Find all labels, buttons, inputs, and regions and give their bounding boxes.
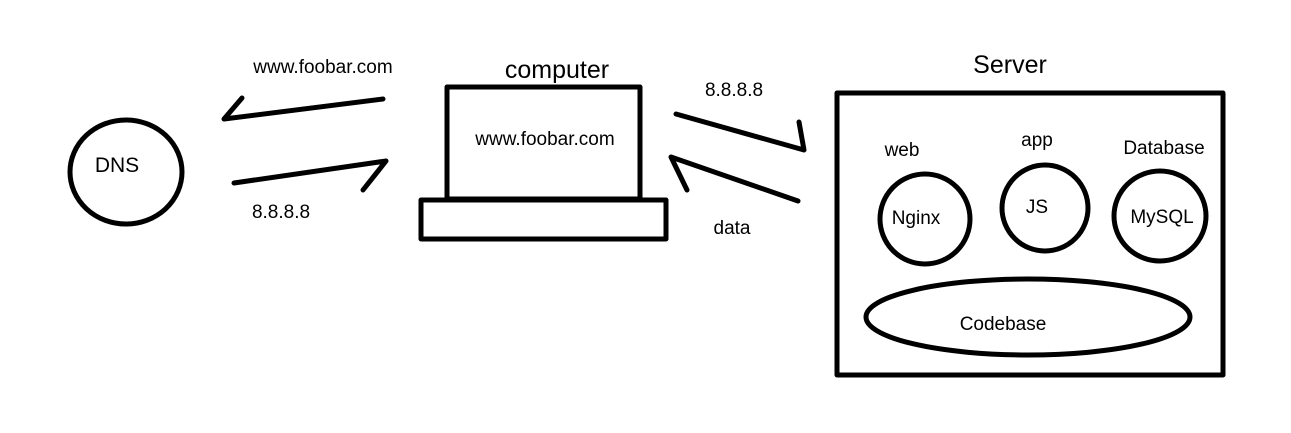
js-circle [999, 162, 1091, 254]
mysql-circle [1111, 168, 1209, 264]
arrow-from-server: data [668, 154, 801, 239]
codebase-ellipse [863, 276, 1193, 358]
computer-screen-text: www.foobar.com [474, 129, 614, 150]
arrow-from-server-label: data [714, 218, 751, 239]
nginx-circle [877, 171, 973, 267]
arrow-to-server-line [673, 111, 807, 153]
mysql-label: MySQL [1130, 207, 1193, 228]
computer-base [418, 197, 669, 242]
arrow-to-dns-line [221, 95, 386, 122]
arrow-from-dns: 8.8.8.8 [231, 158, 389, 223]
app-role-label: app [1021, 130, 1053, 151]
arrow-to-dns: www.foobar.com [221, 57, 393, 122]
dns-node: DNS [67, 117, 185, 227]
dns-circle [67, 117, 185, 227]
dns-label: DNS [95, 154, 139, 177]
computer-title: computer [505, 56, 609, 84]
server-title: Server [973, 51, 1047, 79]
codebase-label: Codebase [960, 314, 1047, 335]
computer-node: computer www.foobar.com [418, 56, 669, 242]
database-role-label: Database [1123, 138, 1204, 159]
arrow-to-server-label: 8.8.8.8 [705, 80, 763, 101]
js-label: JS [1026, 197, 1048, 218]
arrow-to-dns-label: www.foobar.com [252, 57, 392, 78]
server-node: Server web Nginx app JS Database MySQL C… [834, 51, 1226, 378]
web-role-label: web [884, 140, 920, 161]
arrow-from-dns-line [231, 158, 389, 193]
nginx-label: Nginx [892, 208, 941, 229]
arrow-to-server: 8.8.8.8 [673, 80, 807, 153]
server-box [834, 90, 1226, 378]
arrow-from-server-line [668, 154, 801, 204]
arrow-from-dns-label: 8.8.8.8 [252, 202, 310, 223]
